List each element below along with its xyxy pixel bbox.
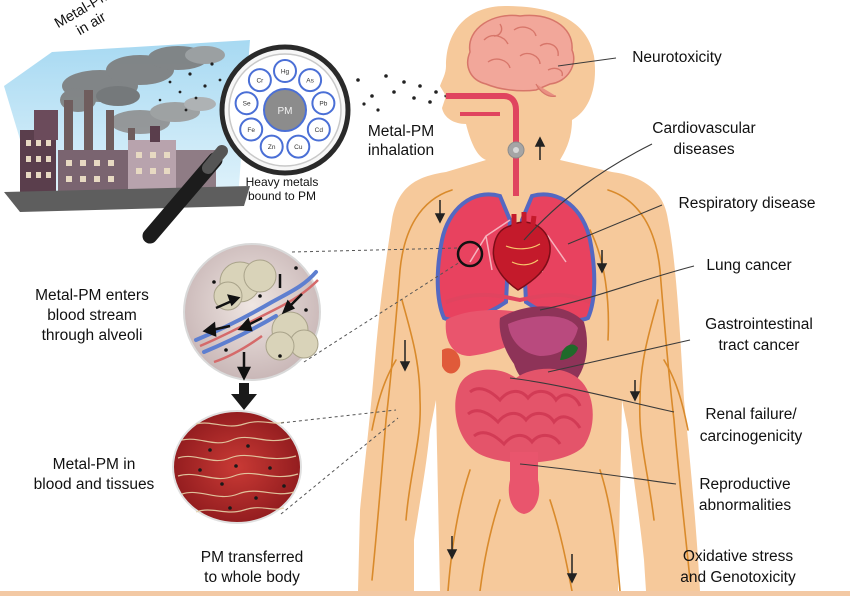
- blood-tissue-label: Metal-PM in blood and tissues: [33, 456, 155, 493]
- pm-core: [263, 88, 307, 132]
- down-arrow-icon: [231, 383, 257, 410]
- abdominal-organs: [442, 306, 587, 393]
- brain-icon: [466, 14, 575, 97]
- metal-bead: [298, 68, 323, 93]
- inhalation-label: Metal-PM inhalation: [367, 123, 435, 159]
- metal-symbol: Cu: [294, 144, 303, 151]
- effect-cardiovascular: Cardiovascular diseases: [652, 120, 756, 158]
- effect-neurotoxicity: Neurotoxicity: [632, 49, 722, 66]
- bottom-border: [0, 591, 850, 596]
- factory-scene: [4, 40, 250, 212]
- whole-body-transfer-label: PM transferred to whole body: [200, 549, 304, 586]
- effect-lung-cancer: Lung cancer: [706, 257, 792, 274]
- metal-bead: [273, 59, 297, 83]
- flow-arrows: [399, 136, 641, 584]
- metal-symbol: Pb: [319, 101, 327, 108]
- metal-symbol: Se: [243, 101, 251, 108]
- connector-lines: [280, 247, 461, 515]
- metal-symbol: Zn: [268, 144, 276, 151]
- metal-bead: [311, 91, 336, 116]
- effect-oxidative: Oxidative stress and Genotoxicity: [680, 548, 796, 586]
- alveoli-inset: [183, 243, 321, 381]
- pm-core-label: PM: [278, 106, 293, 117]
- alveoli-entry-label: Metal-PM enters blood stream through alv…: [35, 287, 149, 344]
- metal-symbol: Cd: [315, 127, 324, 134]
- metal-symbol: As: [306, 78, 314, 85]
- metal-symbol: Cr: [256, 78, 264, 85]
- heart-icon: [492, 212, 551, 291]
- effect-leader-lines: [509, 57, 695, 485]
- metal-symbol: Hg: [281, 68, 290, 75]
- metal-bead: [286, 134, 311, 159]
- metal-symbol: Fe: [247, 127, 255, 134]
- effect-respiratory: Respiratory disease: [678, 195, 816, 212]
- metal-bead: [247, 68, 272, 93]
- effect-renal: Renal failure/ carcinogenicity: [699, 406, 803, 445]
- heavy-metals-caption: Heavy metals bound to PM: [245, 175, 319, 203]
- metal-bead: [259, 134, 284, 159]
- effect-reproductive: Reproductive abnormalities: [698, 476, 792, 514]
- metal-bead: [234, 91, 259, 116]
- airway: [446, 93, 525, 196]
- effect-gi-cancer: Gastrointestinal tract cancer: [705, 316, 813, 354]
- factory-buildings: [4, 110, 250, 212]
- metal-bead: [239, 117, 264, 142]
- smoke-cloud: [60, 46, 225, 134]
- metal-bead: [306, 117, 331, 142]
- tissue-inset: [172, 410, 302, 524]
- intestines-icon: [455, 368, 593, 514]
